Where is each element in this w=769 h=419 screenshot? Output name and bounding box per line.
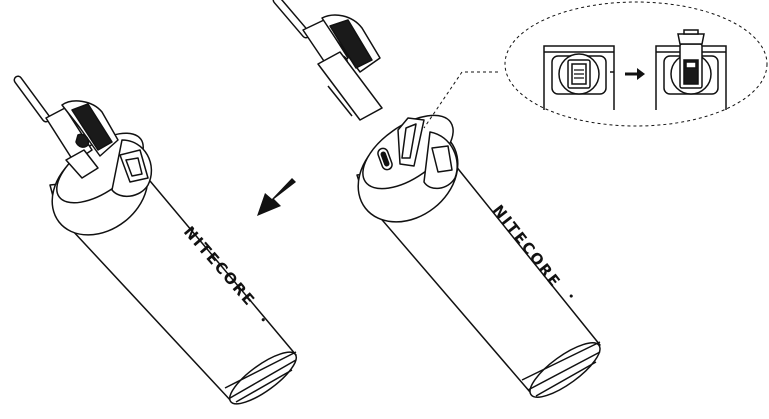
left-cable (13, 75, 51, 123)
middle-cable-assembly (272, 0, 383, 121)
left-device: NITECORE • (13, 75, 298, 405)
port-cover-closed-icon (543, 45, 615, 110)
right-brand-dot: • (564, 290, 578, 303)
left-usb-c-plug-icon (45, 100, 119, 179)
arrow-right-icon (625, 68, 645, 80)
right-device: NITECORE • (356, 114, 601, 398)
usb-c-port-icon (377, 147, 393, 171)
middle-usb-c-plug-icon (302, 14, 383, 121)
open-port-cover (397, 117, 425, 167)
detail-callout (423, 1, 768, 129)
port-cover-open-icon (655, 29, 727, 110)
arrow-down-left-icon (257, 178, 296, 216)
right-head (362, 114, 458, 190)
right-brand-mark: • (564, 290, 578, 303)
left-head (56, 132, 153, 204)
